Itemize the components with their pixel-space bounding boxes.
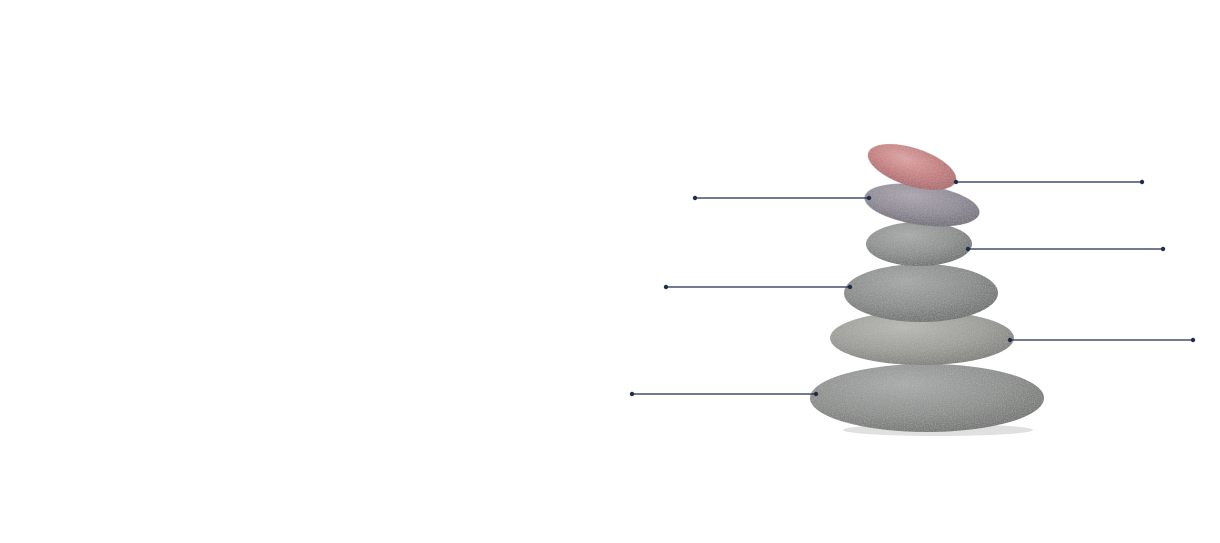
leader-dot: [847, 284, 853, 290]
leader-dot: [965, 246, 971, 252]
leader-line-3: [965, 246, 1166, 252]
leader-line-6: [629, 391, 819, 397]
stone-3: [866, 222, 972, 266]
leader-dot: [1190, 337, 1196, 343]
stone-1: [867, 144, 957, 190]
leader-line-1: [953, 179, 1145, 185]
leader-line-4: [663, 284, 853, 290]
stone-5: [830, 311, 1014, 365]
leader-dot: [1160, 246, 1166, 252]
leader-dot: [629, 391, 635, 397]
leader-dot: [953, 179, 959, 185]
leader-dot: [663, 284, 669, 290]
leader-line-2: [692, 195, 872, 201]
stone-2: [864, 183, 980, 227]
leader-dot: [1007, 337, 1013, 343]
leader-dot: [692, 195, 698, 201]
leader-dot: [1139, 179, 1145, 185]
stone-4: [844, 264, 998, 322]
stone-6: [810, 364, 1044, 432]
leader-line-5: [1007, 337, 1196, 343]
leader-dot: [866, 195, 872, 201]
leader-dot: [813, 391, 819, 397]
